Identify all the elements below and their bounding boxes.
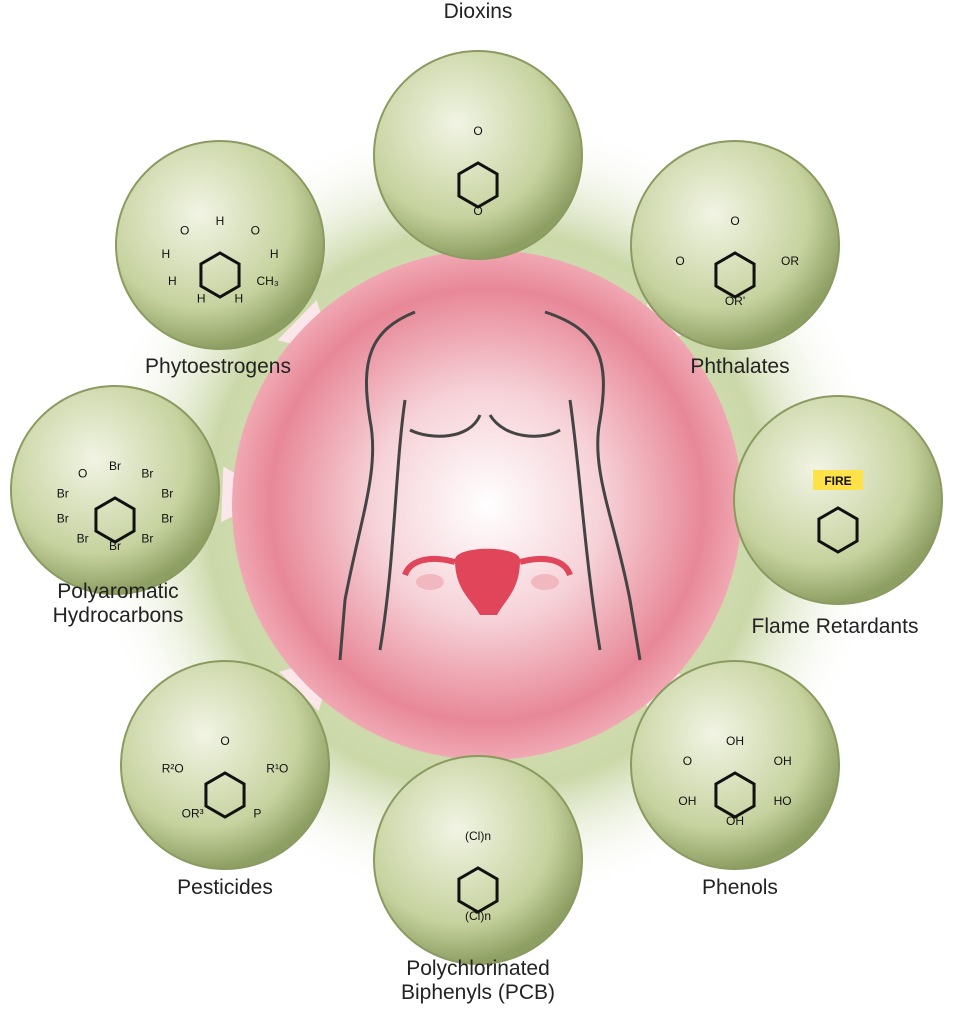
pcb-chem-label: (Cl)n <box>465 829 491 843</box>
pesticides-chem-label: P <box>253 806 261 820</box>
phthalates-chem-label: O <box>675 254 684 268</box>
phytoestrogens-chem-label: H <box>234 292 243 306</box>
pah-chem-label: Br <box>161 487 173 501</box>
phytoestrogens-label: Phytoestrogens <box>145 355 291 378</box>
phenols-chem-label: OH <box>726 814 744 828</box>
flame-retardants-circle <box>733 395 943 605</box>
pah-molecule-icon <box>94 496 136 544</box>
phytoestrogens-chem-label: CH₃ <box>257 274 279 288</box>
node-pesticides[interactable]: O R¹O P OR³ R²O Pesticides <box>120 660 330 899</box>
pah-chem-label: Br <box>141 531 153 545</box>
phenols-chem-label: HO <box>774 794 792 808</box>
node-phthalates[interactable]: O OR OR' O Phthalates <box>630 140 840 378</box>
phytoestrogens-chem-label: H <box>161 247 170 261</box>
phenols-chem-label: OH <box>726 734 744 748</box>
node-phenols[interactable]: OH OH HO OH OH O Phenols <box>630 660 840 899</box>
pesticides-chem-label: O <box>220 734 229 748</box>
pcb-label: Biphenyls (PCB) <box>401 981 555 1004</box>
dioxins-chem-label: O <box>473 124 482 138</box>
phytoestrogens-circle <box>115 140 325 350</box>
pcb-label: Polychlorinated <box>406 957 550 980</box>
pesticides-chem-label: R¹O <box>266 762 288 776</box>
pah-chem-label: Br <box>57 487 69 501</box>
flame-retardants-chem-label: FIRE <box>824 474 851 488</box>
phthalates-label: Phthalates <box>690 355 789 378</box>
phthalates-chem-label: OR <box>781 254 799 268</box>
pesticides-label: Pesticides <box>177 876 273 899</box>
phenols-chem-label: O <box>683 754 692 768</box>
phthalates-circle <box>630 140 840 350</box>
uterus-icon <box>402 548 573 615</box>
pah-circle <box>10 385 220 595</box>
pcb-circle <box>373 755 583 965</box>
phthalates-chem-label: OR' <box>725 294 745 308</box>
fire-tag <box>813 470 863 490</box>
pah-chem-label: Br <box>77 531 89 545</box>
pah-chem-label: O <box>78 467 87 481</box>
pah-chem-label: Br <box>141 467 153 481</box>
phenols-chem-label: OH <box>678 794 696 808</box>
phytoestrogens-molecule-icon <box>199 251 241 299</box>
female-body-outline <box>338 310 642 661</box>
pah-label: Polyaromatic <box>57 580 178 603</box>
pesticides-chem-label: OR³ <box>182 806 204 820</box>
phytoestrogens-chem-label: H <box>270 247 279 261</box>
pah-chem-label: Br <box>161 511 173 525</box>
dioxins-molecule-icon <box>457 161 499 209</box>
phenols-chem-label: OH <box>774 754 792 768</box>
node-pah[interactable]: BrBrBrBrBrBrBrBrBrOPolyaromaticHydrocarb… <box>10 385 220 627</box>
pesticides-chem-label: R²O <box>162 762 184 776</box>
phenols-molecule-icon <box>714 771 756 819</box>
node-dioxins[interactable]: O O Dioxins <box>373 0 583 260</box>
phytoestrogens-chem-label: O <box>180 223 189 237</box>
pesticides-molecule-icon <box>204 771 246 819</box>
dioxins-circle <box>373 50 583 260</box>
flame-retardants-label: Flame Retardants <box>752 615 919 638</box>
phthalates-molecule-icon <box>714 251 756 299</box>
pah-chem-label: Br <box>109 539 121 553</box>
pesticides-circle <box>120 660 330 870</box>
flame-retardants-molecule-icon <box>817 506 859 554</box>
phytoestrogens-chem-label: H <box>168 274 177 288</box>
node-flame-retardants[interactable]: FIRE Flame Retardants <box>733 395 943 638</box>
center-pink-circle <box>232 250 742 760</box>
phthalates-chem-label: O <box>730 214 739 228</box>
pah-chem-label: Br <box>57 511 69 525</box>
pah-chem-label: Br <box>109 459 121 473</box>
phytoestrogens-chem-label: O <box>251 223 260 237</box>
phenols-circle <box>630 660 840 870</box>
phytoestrogens-chem-label: H <box>197 292 206 306</box>
phytoestrogens-chem-label: H <box>216 214 225 228</box>
pcb-molecule-icon <box>457 866 499 914</box>
dioxins-chem-label: O <box>473 204 482 218</box>
dioxins-label: Dioxins <box>444 0 513 23</box>
pah-label: Hydrocarbons <box>53 604 184 627</box>
phenols-label: Phenols <box>702 876 778 899</box>
pcb-chem-label: (Cl)n <box>465 909 491 923</box>
